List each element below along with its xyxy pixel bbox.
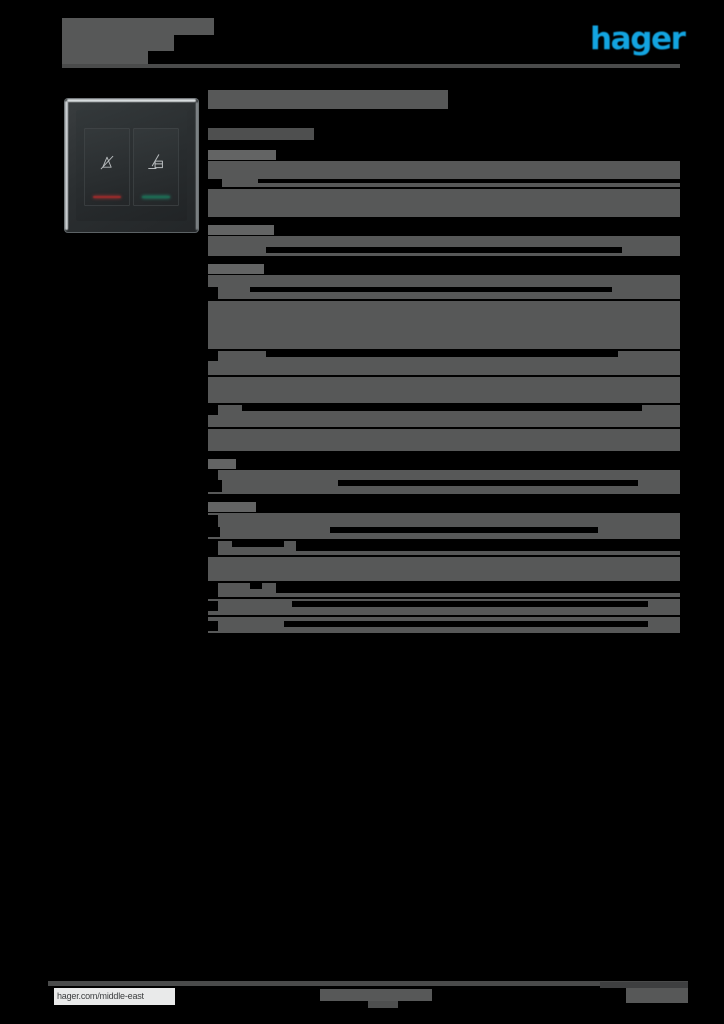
- rocker-button-right: [133, 128, 179, 206]
- row-text-gap: [284, 621, 648, 627]
- spec-section-heading-text: [208, 502, 256, 512]
- plate-highlight-right: [196, 102, 198, 230]
- table-row: [208, 405, 680, 427]
- table-row: [208, 429, 680, 451]
- spec-section-heading: [208, 225, 680, 235]
- led-indicator-green: [142, 196, 170, 198]
- table-row: [208, 513, 680, 539]
- row-text-gap: [208, 405, 218, 415]
- table-row: [208, 617, 680, 633]
- table-row: [208, 377, 680, 403]
- header: [62, 18, 680, 68]
- row-text-gap: [208, 527, 220, 537]
- spec-section-heading-text: [208, 225, 274, 235]
- row-text-gap: [208, 621, 218, 631]
- footer-divider: [48, 981, 688, 986]
- row-text-gap: [208, 541, 218, 555]
- hager-logo: hager: [590, 21, 686, 57]
- row-text-gap: [250, 583, 262, 589]
- row-text-gap: [208, 179, 222, 187]
- row-text-gap: [208, 480, 222, 492]
- header-category-line-2: [62, 35, 174, 51]
- table-row: [208, 583, 680, 597]
- row-text-gap: [232, 541, 284, 547]
- footer-page-number: [626, 988, 688, 1003]
- hager-logo-text: hager: [590, 21, 686, 57]
- table-row: [208, 275, 680, 299]
- footer: hager.com/middle-east: [48, 982, 688, 1010]
- footer-right-bar: [600, 982, 688, 988]
- row-text-gap: [208, 515, 218, 537]
- switch-plate: [64, 98, 199, 233]
- row-text-gap: [258, 179, 680, 183]
- table-row: [208, 236, 680, 256]
- row-text-gap: [208, 287, 218, 299]
- header-divider: [62, 64, 680, 68]
- footer-website-link[interactable]: hager.com/middle-east: [54, 988, 175, 1005]
- section-separator: [208, 635, 680, 641]
- row-text-gap: [250, 287, 612, 292]
- row-text-gap: [208, 601, 218, 611]
- spec-section-heading-text: [208, 264, 264, 274]
- table-row: [208, 161, 680, 187]
- make-up-room-icon: [133, 150, 179, 176]
- plate-highlight-left: [65, 101, 68, 230]
- table-row: [208, 351, 680, 375]
- spec-section: [208, 459, 680, 502]
- spec-section: [208, 502, 680, 641]
- spec-section: [208, 225, 680, 264]
- header-category-line-3: [62, 51, 148, 66]
- table-row: [208, 599, 680, 615]
- spec-section: [208, 264, 680, 459]
- row-text-gap: [296, 541, 680, 551]
- header-category-line-1: [62, 18, 214, 35]
- footer-center-text: [320, 989, 432, 1001]
- spec-section-heading-text: [208, 459, 236, 469]
- do-not-disturb-icon: [84, 150, 130, 176]
- row-text-gap: [292, 601, 648, 607]
- row-text-gap: [266, 351, 618, 357]
- plate-highlight-top: [67, 99, 196, 102]
- spec-section-heading-text: [208, 150, 276, 160]
- row-text-gap: [330, 527, 598, 533]
- spec-section-heading: [208, 264, 680, 274]
- table-row: [208, 189, 680, 217]
- spec-section: [208, 150, 680, 225]
- table-row: [208, 470, 680, 494]
- page-title: [208, 90, 448, 109]
- specification-table: [208, 150, 680, 641]
- table-row: [208, 541, 680, 555]
- rocker-button-left: [84, 128, 130, 206]
- row-text-gap: [208, 583, 218, 597]
- page-subtitle: [208, 128, 314, 140]
- product-image: [60, 94, 203, 237]
- row-text-gap: [276, 583, 680, 593]
- spec-section-heading: [208, 150, 680, 160]
- row-text-gap: [266, 247, 622, 253]
- row-text-gap: [242, 405, 642, 411]
- plate-inner-frame: [76, 110, 187, 221]
- row-text-gap: [338, 480, 638, 486]
- spec-section-heading: [208, 502, 680, 512]
- led-indicator-red: [93, 196, 121, 198]
- footer-center-subtext: [368, 1001, 398, 1008]
- table-row: [208, 557, 680, 581]
- row-text-gap: [208, 351, 218, 361]
- spec-section-heading: [208, 459, 680, 469]
- table-row: [208, 301, 680, 349]
